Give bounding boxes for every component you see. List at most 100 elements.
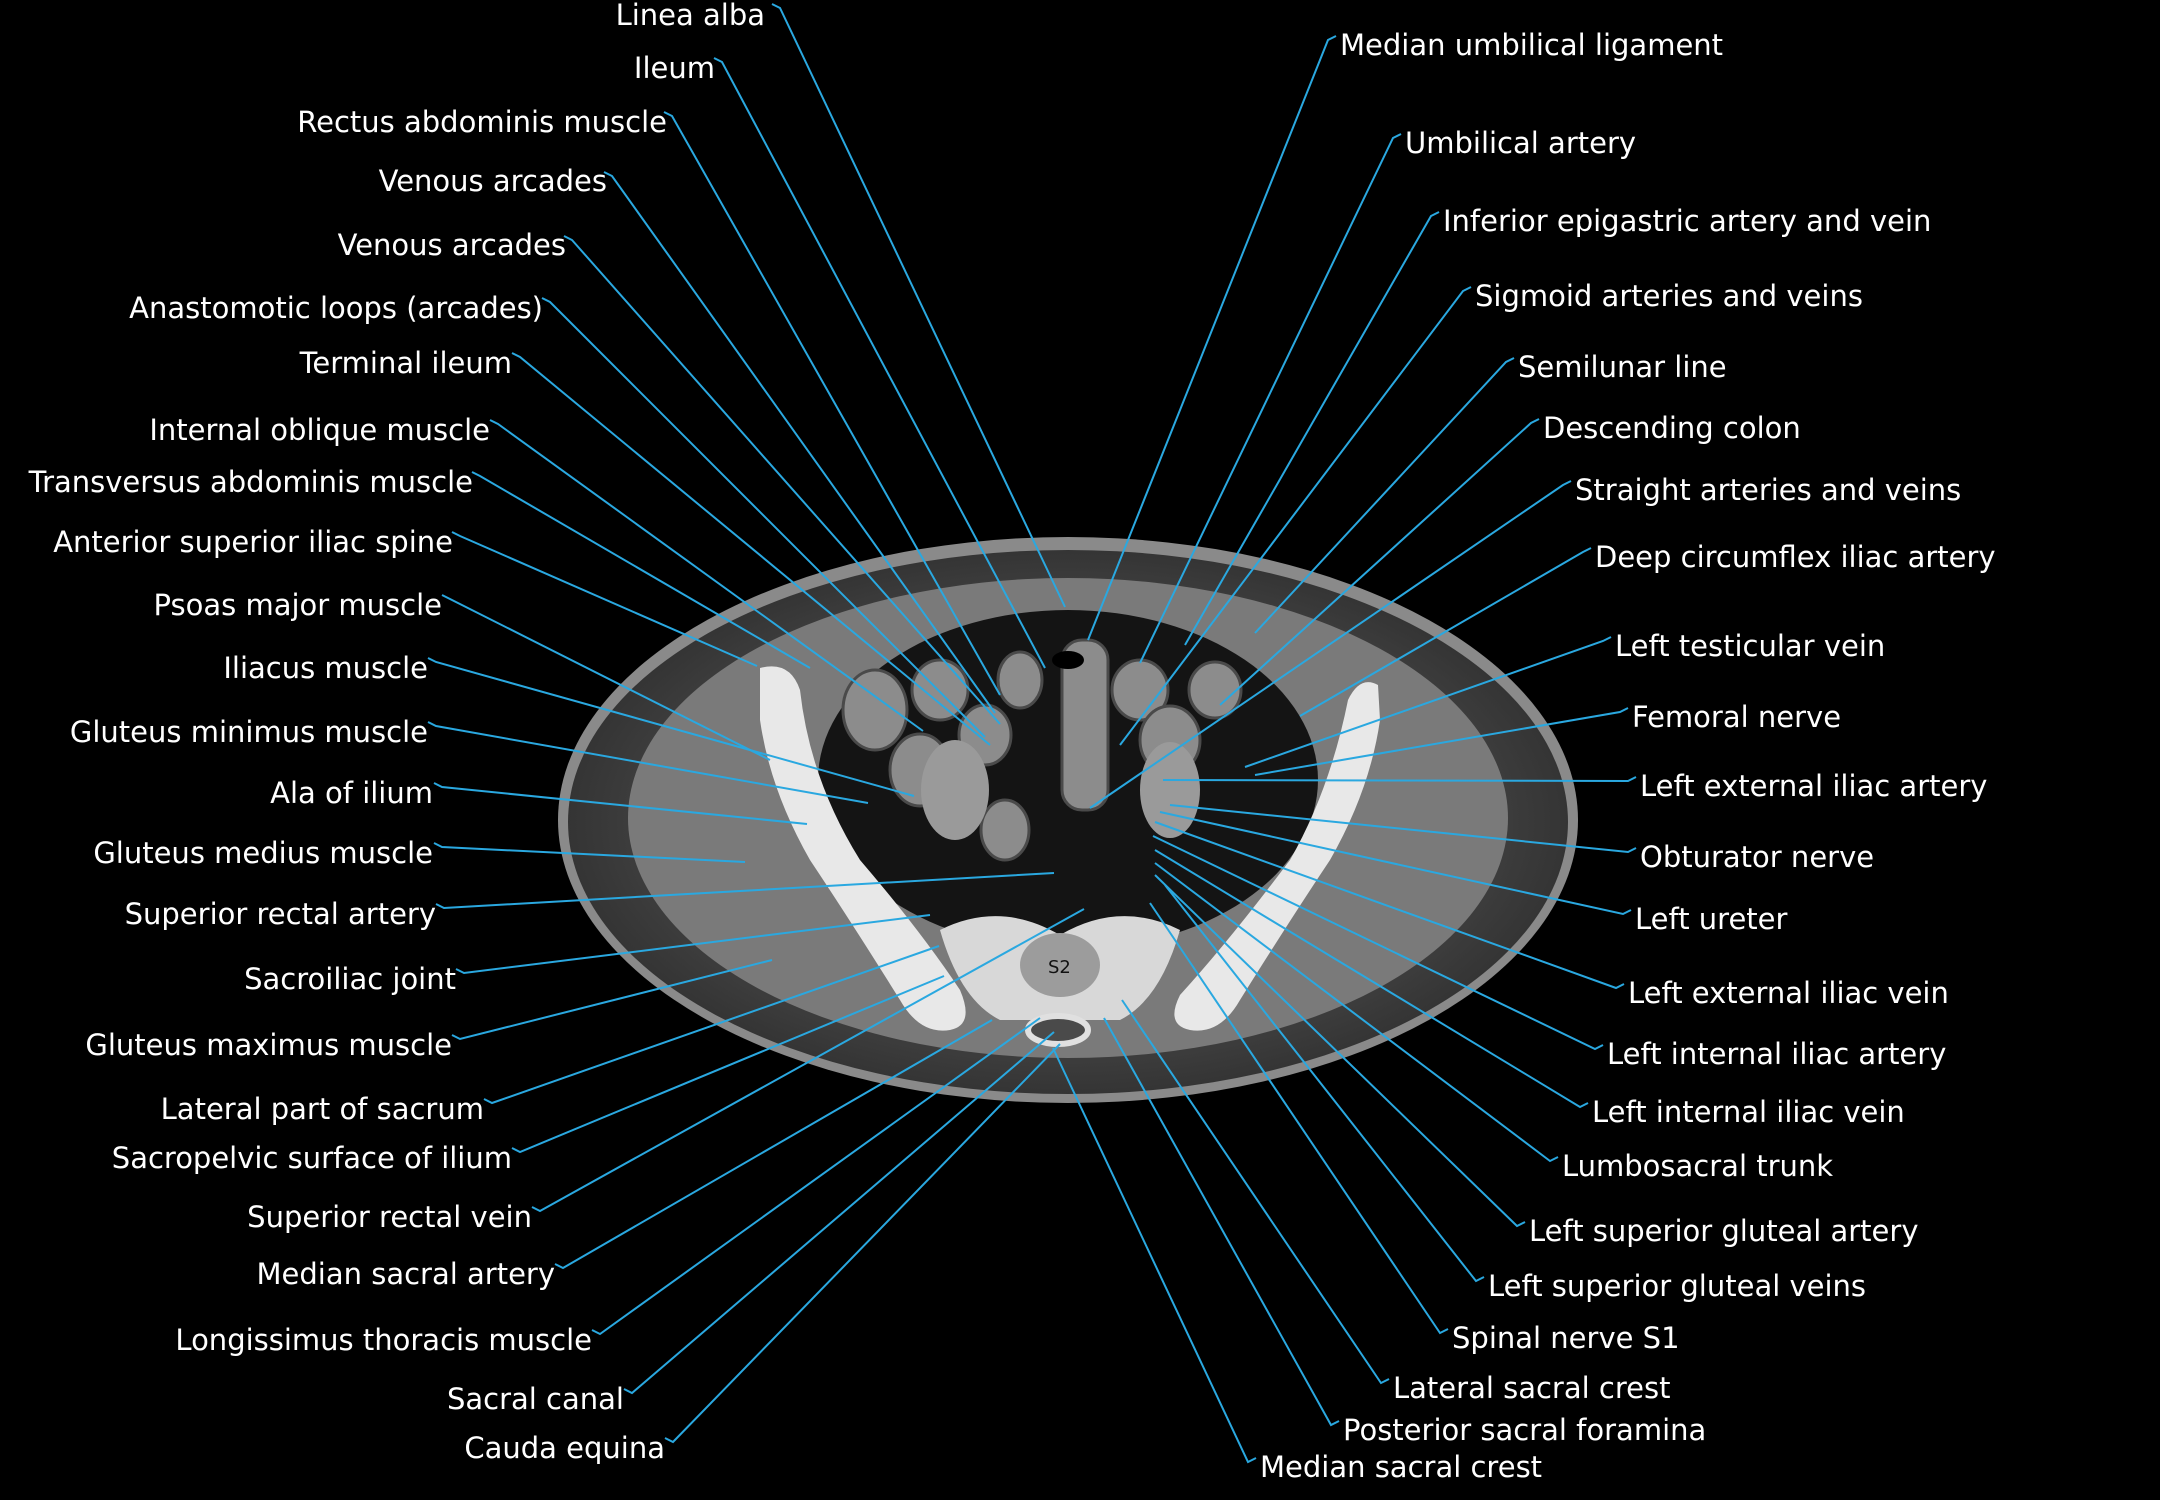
label-superior-rectal-vein: Superior rectal vein [247, 1200, 532, 1234]
label-ala-of-ilium: Ala of ilium [270, 776, 433, 810]
label-semilunar-line: Semilunar line [1518, 350, 1727, 384]
label-median-sacral-crest: Median sacral crest [1260, 1450, 1542, 1484]
leader-line-sacral-canal [623, 1031, 1055, 1395]
label-gluteus-maximus-muscle: Gluteus maximus muscle [85, 1028, 452, 1062]
leader-line-left-superior-gluteal-artery [1154, 874, 1526, 1228]
label-sigmoid-arteries-and-veins: Sigmoid arteries and veins [1475, 279, 1863, 313]
label-descending-colon: Descending colon [1543, 411, 1801, 445]
leader-line-left-internal-iliac-artery [1152, 835, 1604, 1051]
label-lumbosacral-trunk: Lumbosacral trunk [1562, 1149, 1833, 1183]
label-anterior-superior-iliac-spine: Anterior superior iliac spine [53, 525, 453, 559]
gas-bubble [1052, 651, 1084, 669]
leader-line-deep-circumflex-iliac-artery [1299, 547, 1592, 717]
label-straight-arteries-and-veins: Straight arteries and veins [1575, 473, 1961, 507]
leader-line-terminal-ileum [511, 352, 991, 746]
leader-line-anterior-superior-iliac-spine [451, 531, 758, 667]
leader-lines [427, 3, 1637, 1464]
leader-line-spinal-nerve-s1 [1149, 902, 1449, 1335]
label-umbilical-artery: Umbilical artery [1405, 126, 1636, 160]
label-cauda-equina: Cauda equina [464, 1431, 665, 1465]
label-psoas-major-muscle: Psoas major muscle [154, 588, 442, 622]
leader-line-psoas-major-muscle [441, 594, 771, 761]
label-sacroiliac-joint: Sacroiliac joint [244, 962, 456, 996]
label-left-ureter: Left ureter [1635, 902, 1787, 936]
leader-line-sigmoid-arteries-and-veins [1119, 286, 1472, 746]
leader-line-lateral-sacral-crest [1121, 999, 1390, 1385]
leader-line-gluteus-medius-muscle [433, 842, 746, 863]
label-inferior-epigastric-artery-and-vein: Inferior epigastric artery and vein [1443, 204, 1931, 238]
label-venous-arcades: Venous arcades [379, 164, 607, 198]
label-rectus-abdominis-muscle: Rectus abdominis muscle [297, 105, 667, 139]
leader-line-venous-arcades [603, 171, 996, 714]
leader-line-superior-rectal-vein [531, 908, 1085, 1213]
leader-line-iliacus-muscle [427, 657, 915, 797]
leader-line-superior-rectal-artery [435, 872, 1055, 910]
leader-line-median-umbilical-ligament [1087, 35, 1337, 641]
leader-line-gluteus-minimus-muscle [427, 721, 869, 804]
label-left-testicular-vein: Left testicular vein [1615, 629, 1885, 663]
leader-line-cauda-equina [664, 1043, 1061, 1444]
label-left-superior-gluteal-artery: Left superior gluteal artery [1529, 1214, 1918, 1248]
leader-line-posterior-sacral-foramina [1103, 1017, 1340, 1427]
label-left-internal-iliac-vein: Left internal iliac vein [1592, 1095, 1905, 1129]
label-anastomotic-loops-arcades: Anastomotic loops (arcades) [129, 291, 543, 325]
leader-line-ileum [713, 57, 1046, 669]
label-lateral-sacral-crest: Lateral sacral crest [1393, 1371, 1670, 1405]
leader-line-left-external-iliac-vein [1154, 821, 1625, 990]
leader-line-lateral-part-of-sacrum [483, 945, 940, 1105]
leader-line-sacropelvic-surface-of-ilium [511, 975, 945, 1154]
label-transversus-abdominis-muscle: Transversus abdominis muscle [28, 465, 473, 499]
right-psoas-shape [1140, 742, 1200, 838]
label-left-internal-iliac-artery: Left internal iliac artery [1607, 1037, 1946, 1071]
left-psoas-shape [921, 740, 989, 840]
right-ilium-bone [760, 666, 966, 1031]
leader-line-median-sacral-crest [1052, 1047, 1257, 1464]
leader-line-gluteus-maximus-muscle [451, 959, 773, 1041]
label-internal-oblique-muscle: Internal oblique muscle [149, 413, 490, 447]
leader-line-left-external-iliac-artery [1162, 776, 1637, 783]
leader-line-left-ureter [1159, 811, 1632, 916]
label-left-superior-gluteal-veins: Left superior gluteal veins [1488, 1269, 1866, 1303]
label-median-umbilical-ligament: Median umbilical ligament [1340, 28, 1723, 62]
leader-line-left-superior-gluteal-veins [1164, 884, 1485, 1283]
label-femoral-nerve: Femoral nerve [1632, 700, 1841, 734]
label-superior-rectal-artery: Superior rectal artery [125, 897, 436, 931]
leader-line-inferior-epigastric-artery-and-vein [1184, 211, 1440, 646]
leader-line-umbilical-artery [1139, 133, 1402, 664]
leader-line-straight-arteries-and-veins [1089, 480, 1572, 809]
leader-line-venous-arcades [563, 235, 1001, 725]
leader-line-internal-oblique-muscle [489, 419, 924, 732]
label-longissimus-thoracis-muscle: Longissimus thoracis muscle [175, 1323, 592, 1357]
label-left-external-iliac-artery: Left external iliac artery [1640, 769, 1987, 803]
leader-line-left-testicular-vein [1244, 636, 1612, 768]
label-gluteus-minimus-muscle: Gluteus minimus muscle [70, 715, 428, 749]
leader-line-femoral-nerve [1254, 707, 1629, 776]
sacral-canal-shape [1025, 1013, 1091, 1047]
leader-line-anastomotic-loops-arcades [541, 297, 986, 738]
vertebra-label: S2 [1048, 957, 1071, 978]
leader-line-lumbosacral-trunk [1154, 862, 1559, 1163]
label-posterior-sacral-foramina: Posterior sacral foramina [1343, 1413, 1706, 1447]
label-sacropelvic-surface-of-ilium: Sacropelvic surface of ilium [112, 1141, 512, 1175]
label-median-sacral-artery: Median sacral artery [257, 1257, 555, 1291]
leader-line-median-sacral-artery [554, 1019, 993, 1270]
label-obturator-nerve: Obturator nerve [1640, 840, 1874, 874]
leader-line-ala-of-ilium [433, 782, 808, 825]
label-sacral-canal: Sacral canal [447, 1382, 624, 1416]
label-terminal-ileum: Terminal ileum [299, 346, 512, 380]
leader-line-sacroiliac-joint [455, 914, 931, 975]
label-spinal-nerve-s1: Spinal nerve S1 [1452, 1321, 1680, 1355]
label-linea-alba: Linea alba [616, 0, 765, 32]
leader-line-rectus-abdominis-muscle [663, 111, 1001, 696]
leader-line-descending-colon [1219, 418, 1540, 706]
label-left-external-iliac-vein: Left external iliac vein [1628, 976, 1949, 1010]
leader-line-transversus-abdominis-muscle [471, 471, 811, 669]
ct-cross-section: S2 [558, 537, 1578, 1103]
label-deep-circumflex-iliac-artery: Deep circumflex iliac artery [1595, 540, 1996, 574]
label-gluteus-medius-muscle: Gluteus medius muscle [93, 836, 433, 870]
leader-line-longissimus-thoracis-muscle [591, 1017, 1041, 1336]
label-lateral-part-of-sacrum: Lateral part of sacrum [161, 1092, 484, 1126]
leader-line-left-internal-iliac-vein [1154, 849, 1589, 1109]
